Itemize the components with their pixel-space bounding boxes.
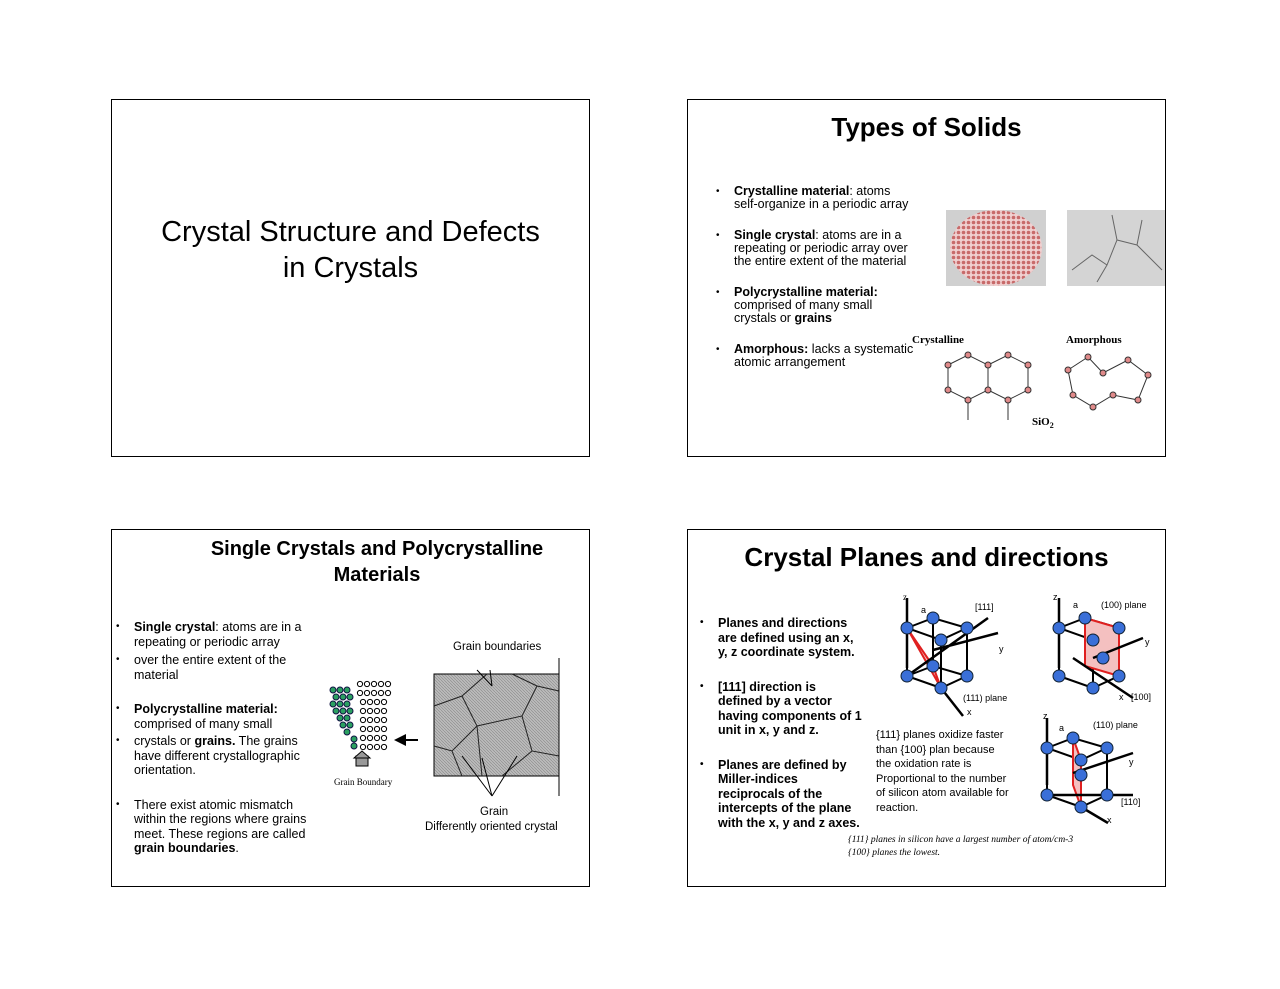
bullet: Amorphous: lacks a systematic atomic arr…: [714, 343, 914, 369]
axis-x-label: x: [1119, 692, 1124, 702]
caption-line-2: {100} planes the lowest.: [848, 847, 941, 858]
label-differently-oriented-crystal: Differently oriented crystal: [425, 821, 558, 833]
slide-1: Crystal Structure and Defects in Crystal…: [111, 99, 590, 457]
bullet-list: Single crystal: atoms are in a repeating…: [114, 620, 314, 856]
oxidation-note: {111} planes oxidize faster than {100} p…: [876, 729, 1009, 814]
title-line-2: in Crystals: [282, 252, 419, 284]
bullet: Planes are defined by Miller-indices rec…: [698, 758, 863, 831]
bullet: crystals or grains. The grains have diff…: [114, 734, 314, 778]
bullet: over the entire extent of the material: [114, 653, 314, 682]
label-grain: Grain: [480, 806, 509, 818]
caption: {111} planes in silicon have a largest n…: [848, 834, 1073, 859]
direction-100-label: [100]: [1131, 692, 1151, 702]
bullet: Polycrystalline material: comprised of m…: [714, 286, 914, 325]
cube-111-diagram: z a [111] y (111) plane x: [900, 592, 1007, 717]
label-sio2: SiO2: [1032, 416, 1054, 431]
slide-title: Crystal Planes and directions: [744, 542, 1109, 572]
label-grain-boundaries: Grain boundaries: [453, 641, 542, 653]
plane-100-label: (100) plane: [1101, 600, 1147, 610]
bullet: Crystalline material: atoms self-organiz…: [714, 185, 914, 211]
bullet: Single crystal: atoms are in a repeating…: [714, 229, 914, 268]
lattice-a-label: a: [1073, 600, 1078, 610]
cube-110-diagram: z a (110) plane y [110] x: [1040, 713, 1140, 825]
axis-y-label: y: [1145, 637, 1150, 647]
bullet-list: Planes and directions are defined using …: [698, 616, 863, 830]
slide-title: Crystal Structure and Defects in Crystal…: [112, 214, 589, 286]
lattice-a-label: a: [1059, 723, 1064, 733]
axis-y-label: y: [1129, 757, 1134, 767]
bullet: There exist atomic mismatch within the r…: [114, 798, 314, 856]
sio2-structure-diagram: [944, 351, 1152, 420]
plane-110-label: (110) plane: [1093, 720, 1138, 730]
bullet: Single crystal: atoms are in a repeating…: [114, 620, 314, 649]
slide-3: Single Crystals and Polycrystalline Mate…: [111, 529, 590, 887]
label-crystalline: Crystalline: [912, 334, 964, 346]
plane-111-label: (111) plane: [963, 693, 1007, 703]
label-grain-boundary: Grain Boundary: [334, 777, 393, 787]
slide-title: Types of Solids: [831, 112, 1022, 142]
label-amorphous: Amorphous: [1066, 334, 1122, 346]
axis-x-label: x: [1107, 815, 1112, 825]
amorphous-image: [1067, 210, 1165, 286]
bullet-list: Crystalline material: atoms self-organiz…: [714, 185, 914, 369]
slide-2: Types of Solids Crystalline material: at…: [687, 99, 1166, 457]
axis-y-label: y: [999, 644, 1004, 654]
bullet: [111] direction is defined by a vector h…: [698, 680, 863, 738]
title-line-1: Crystal Structure and Defects: [161, 216, 540, 248]
bullet: Planes and directions are defined using …: [698, 616, 863, 660]
slide-4: Crystal Planes and directions Planes and…: [687, 529, 1166, 887]
slide-title: Single Crystals and Polycrystalline Mate…: [210, 538, 544, 586]
direction-110-label: [110]: [1121, 797, 1140, 807]
axis-x-label: x: [967, 707, 972, 717]
cube-100-diagram: z a (100) plane y x [100]: [1052, 592, 1151, 702]
lattice-a-label: a: [921, 605, 926, 615]
direction-111-label: [111]: [975, 602, 994, 612]
caption-line-1: {111} planes in silicon have a largest n…: [848, 835, 1074, 845]
axis-z-label: z: [903, 592, 907, 602]
bullet: Polycrystalline material: comprised of m…: [114, 702, 314, 731]
polycrystal-grains-diagram: [433, 658, 560, 797]
crystalline-image: [946, 210, 1046, 286]
axis-z-label: z: [1053, 592, 1058, 602]
grain-boundary-diagram: [329, 680, 418, 767]
axis-z-label: z: [1043, 713, 1048, 721]
